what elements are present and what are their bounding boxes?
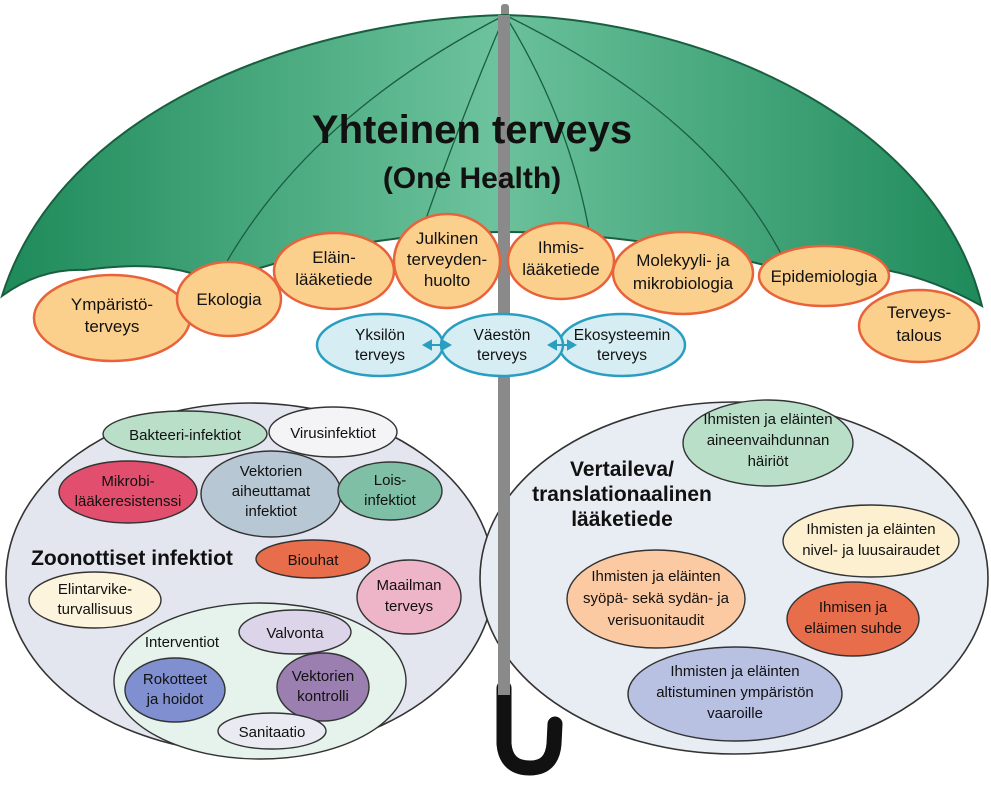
topic-label-line: Mikrobi- xyxy=(101,473,154,490)
topic-label-line: Vektorien xyxy=(240,463,303,480)
topic-label-line: aineenvaihdunnan xyxy=(707,432,830,449)
discipline-terveystalous: Terveys- talous xyxy=(857,288,981,364)
topic-label-line: vaaroille xyxy=(707,705,763,722)
scale-label-line: Ekosysteemin xyxy=(574,327,670,344)
topic-label-line: Sanitaatio xyxy=(239,724,306,741)
topic-label-line: Biouhat xyxy=(288,552,340,569)
double-arrow-icon xyxy=(421,339,453,351)
topic-label-line: Ihmisen ja xyxy=(819,599,888,616)
topic-vektorien-aiheuttamat-infektiot: Vektorien aiheuttamat infektiot xyxy=(200,450,342,538)
discipline-epidemiologia: Epidemiologia xyxy=(757,244,891,308)
topic-label-line: Ihmisten ja eläinten xyxy=(806,521,935,538)
topic-label-line: Maailman xyxy=(376,577,441,594)
topic-label-line: eläimen suhde xyxy=(804,620,902,637)
scale-label-line: Väestön xyxy=(474,327,531,344)
discipline-label-line: Ympäristö- xyxy=(71,295,153,314)
topic-label-line: terveys xyxy=(385,598,433,615)
comparative-heading-line: Vertaileva/ xyxy=(570,458,674,481)
title-line1: Yhteinen terveys xyxy=(312,108,632,152)
discipline-label-line: terveys xyxy=(85,317,140,336)
topic-elintarviketurvallisuus: Elintarvike- turvallisuus xyxy=(28,571,162,629)
topic-label-line: lääkeresistenssi xyxy=(75,493,182,510)
topic-label-line: Elintarvike- xyxy=(58,581,132,598)
topic-vektorien-kontrolli: Vektorien kontrolli xyxy=(276,652,370,722)
topic-nivel-ja-luusairaudet: Ihmisten ja eläinten nivel- ja luusairau… xyxy=(782,504,960,578)
topic-label-line: Lois- xyxy=(374,472,407,489)
title-line2: (One Health) xyxy=(383,162,561,195)
topic-aineenvaihdunnan-hairiot: Ihmisten ja eläinten aineenvaihdunnan hä… xyxy=(682,399,854,487)
discipline-molekyyli-ja-mikrobiologia: Molekyyli- ja mikrobiologia xyxy=(611,230,755,316)
discipline-label-line: mikrobiologia xyxy=(633,274,734,293)
scale-label-line: Yksilön xyxy=(355,327,405,344)
topic-label-line: häiriöt xyxy=(748,453,790,470)
discipline-label-line: talous xyxy=(896,326,941,345)
topic-label-line: nivel- ja luusairaudet xyxy=(802,542,940,559)
discipline-label-line: Julkinen xyxy=(416,229,478,248)
interventions-label: Interventiot xyxy=(145,634,220,651)
scale-ekosysteemin-terveys: Ekosysteemin terveys xyxy=(557,312,687,378)
topic-label-line: kontrolli xyxy=(297,688,349,705)
zoonotic-heading: Zoonottiset infektiot xyxy=(31,547,233,570)
discipline-ekologia: Ekologia xyxy=(175,260,283,338)
umbrella-ribs xyxy=(214,14,791,284)
umbrella-handle xyxy=(496,680,563,776)
topic-label-line: turvallisuus xyxy=(57,601,132,618)
topic-ihmisen-ja-elaimen-suhde: Ihmisen ja eläimen suhde xyxy=(786,581,920,657)
topic-altistuminen-ymparistovaaroille: Ihmisten ja eläinten altistuminen ympäri… xyxy=(627,646,843,742)
comparative-heading-line: translationaalinen xyxy=(532,483,712,506)
topic-label-line: Vektorien xyxy=(292,668,355,685)
discipline-label-line: lääketiede xyxy=(295,270,373,289)
discipline-label-line: Terveys- xyxy=(887,303,951,322)
discipline-label-line: huolto xyxy=(424,271,470,290)
topic-label-line: Bakteeri-infektiot xyxy=(129,427,242,444)
scale-yksilon-terveys: Yksilön terveys xyxy=(315,312,445,378)
topic-label-line: infektiot xyxy=(364,492,417,509)
topic-virusinfektiot: Virusinfektiot xyxy=(268,406,398,458)
discipline-label-line: Ihmis- xyxy=(538,238,584,257)
scale-label-line: terveys xyxy=(355,347,405,364)
discipline-label-line: Molekyyli- ja xyxy=(636,251,730,270)
topic-label-line: Ihmisten ja eläinten xyxy=(591,568,720,585)
topic-label-line: Valvonta xyxy=(266,625,324,642)
topic-bakteeri-infektiot: Bakteeri-infektiot xyxy=(102,410,268,458)
topic-label-line: syöpä- sekä sydän- ja xyxy=(583,590,730,607)
discipline-julkinen-terveydenhuolto: Julkinen terveyden- huolto xyxy=(392,212,502,310)
discipline-label-line: lääketiede xyxy=(522,260,600,279)
topic-label-line: infektiot xyxy=(245,503,298,520)
topic-label-line: aiheuttamat xyxy=(232,483,311,500)
topic-rokotteet-ja-hoidot: Rokotteet ja hoidot xyxy=(124,657,226,723)
topic-label-line: Virusinfektiot xyxy=(290,425,376,442)
comparative-heading-line: lääketiede xyxy=(571,508,673,531)
topic-maailman-terveys: Maailman terveys xyxy=(356,559,462,635)
discipline-label-line: Epidemiologia xyxy=(771,267,878,286)
discipline-ympäristöterveys: Ympäristö- terveys xyxy=(32,273,192,363)
topic-label-line: Ihmisten ja eläinten xyxy=(703,411,832,428)
scale-vaeston-terveys: Väestön terveys xyxy=(439,312,565,378)
topic-loisinfektiot: Lois- infektiot xyxy=(337,461,443,521)
umbrella-pole-lower xyxy=(498,380,510,695)
discipline-label-line: Eläin- xyxy=(312,248,355,267)
topic-sanitaatio: Sanitaatio xyxy=(217,712,327,750)
double-arrow-icon xyxy=(546,339,578,351)
scale-label-line: terveys xyxy=(597,347,647,364)
discipline-label-line: Ekologia xyxy=(196,290,262,309)
topic-label-line: verisuonitaudit xyxy=(608,612,706,629)
discipline-eläinlääketiede: Eläin- lääketiede xyxy=(272,231,396,311)
scale-label-line: terveys xyxy=(477,347,527,364)
topic-label-line: altistuminen ympäristön xyxy=(656,684,814,701)
discipline-label-line: terveyden- xyxy=(407,250,487,269)
topic-label-line: ja hoidot xyxy=(146,691,205,708)
topic-mikrobilaakeresistenssi: Mikrobi- lääkeresistenssi xyxy=(58,460,198,524)
topic-label-line: Ihmisten ja eläinten xyxy=(670,663,799,680)
topic-biouhat: Biouhat xyxy=(255,539,371,579)
topic-label-line: Rokotteet xyxy=(143,671,208,688)
topic-valvonta: Valvonta xyxy=(238,609,352,655)
topic-syopa-sydan-verisuonitaudit: Ihmisten ja eläinten syöpä- sekä sydän- … xyxy=(566,549,746,649)
discipline-ihmislääketiede: Ihmis- lääketiede xyxy=(506,221,616,301)
